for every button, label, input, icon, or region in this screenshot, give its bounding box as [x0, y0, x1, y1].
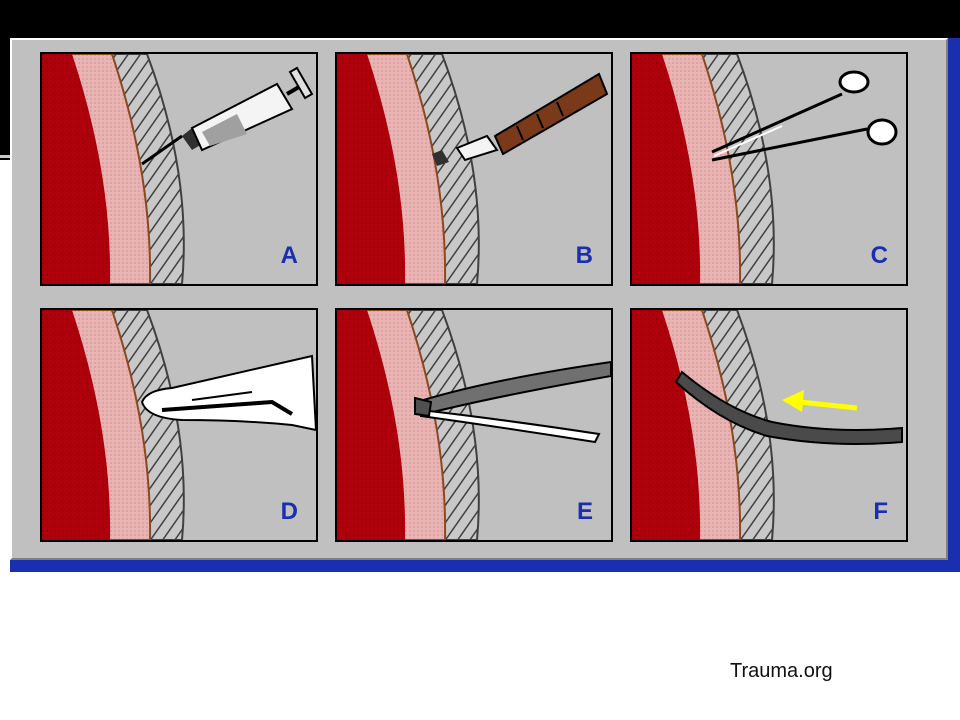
- panel-b-drawing: [337, 54, 609, 284]
- panel-a-drawing: [42, 54, 314, 284]
- panel-b: B: [335, 52, 613, 286]
- curved-clamp-icon: [711, 70, 898, 162]
- panel-d: D: [40, 308, 318, 542]
- frame-shadow-right: [948, 38, 960, 572]
- arrow-icon: [782, 390, 858, 412]
- procedure-figure: A B: [10, 38, 948, 560]
- panel-f: F: [630, 308, 908, 542]
- chest-tube-icon: [674, 370, 903, 445]
- panel-letter-e: E: [576, 498, 593, 525]
- panel-letter-c: C: [870, 242, 888, 269]
- gloved-finger-icon: [140, 354, 316, 432]
- panel-e-drawing: [337, 310, 611, 540]
- panel-letter-f: F: [873, 498, 888, 525]
- panel-letter-d: D: [280, 498, 298, 525]
- panel-a: A: [40, 52, 318, 286]
- panel-c: C: [630, 52, 908, 286]
- frame-shadow-bottom: [10, 560, 955, 572]
- panel-f-drawing: [632, 310, 903, 540]
- panel-c-drawing: [632, 54, 898, 284]
- syringe-icon: [141, 66, 314, 166]
- panel-letter-a: A: [280, 242, 298, 269]
- panel-e: E: [335, 308, 613, 542]
- source-credit: Trauma.org: [730, 660, 833, 682]
- clamp-with-tube-icon: [414, 360, 611, 444]
- scalpel-icon: [432, 72, 609, 166]
- panel-d-drawing: [42, 310, 316, 540]
- panel-letter-b: B: [575, 242, 593, 269]
